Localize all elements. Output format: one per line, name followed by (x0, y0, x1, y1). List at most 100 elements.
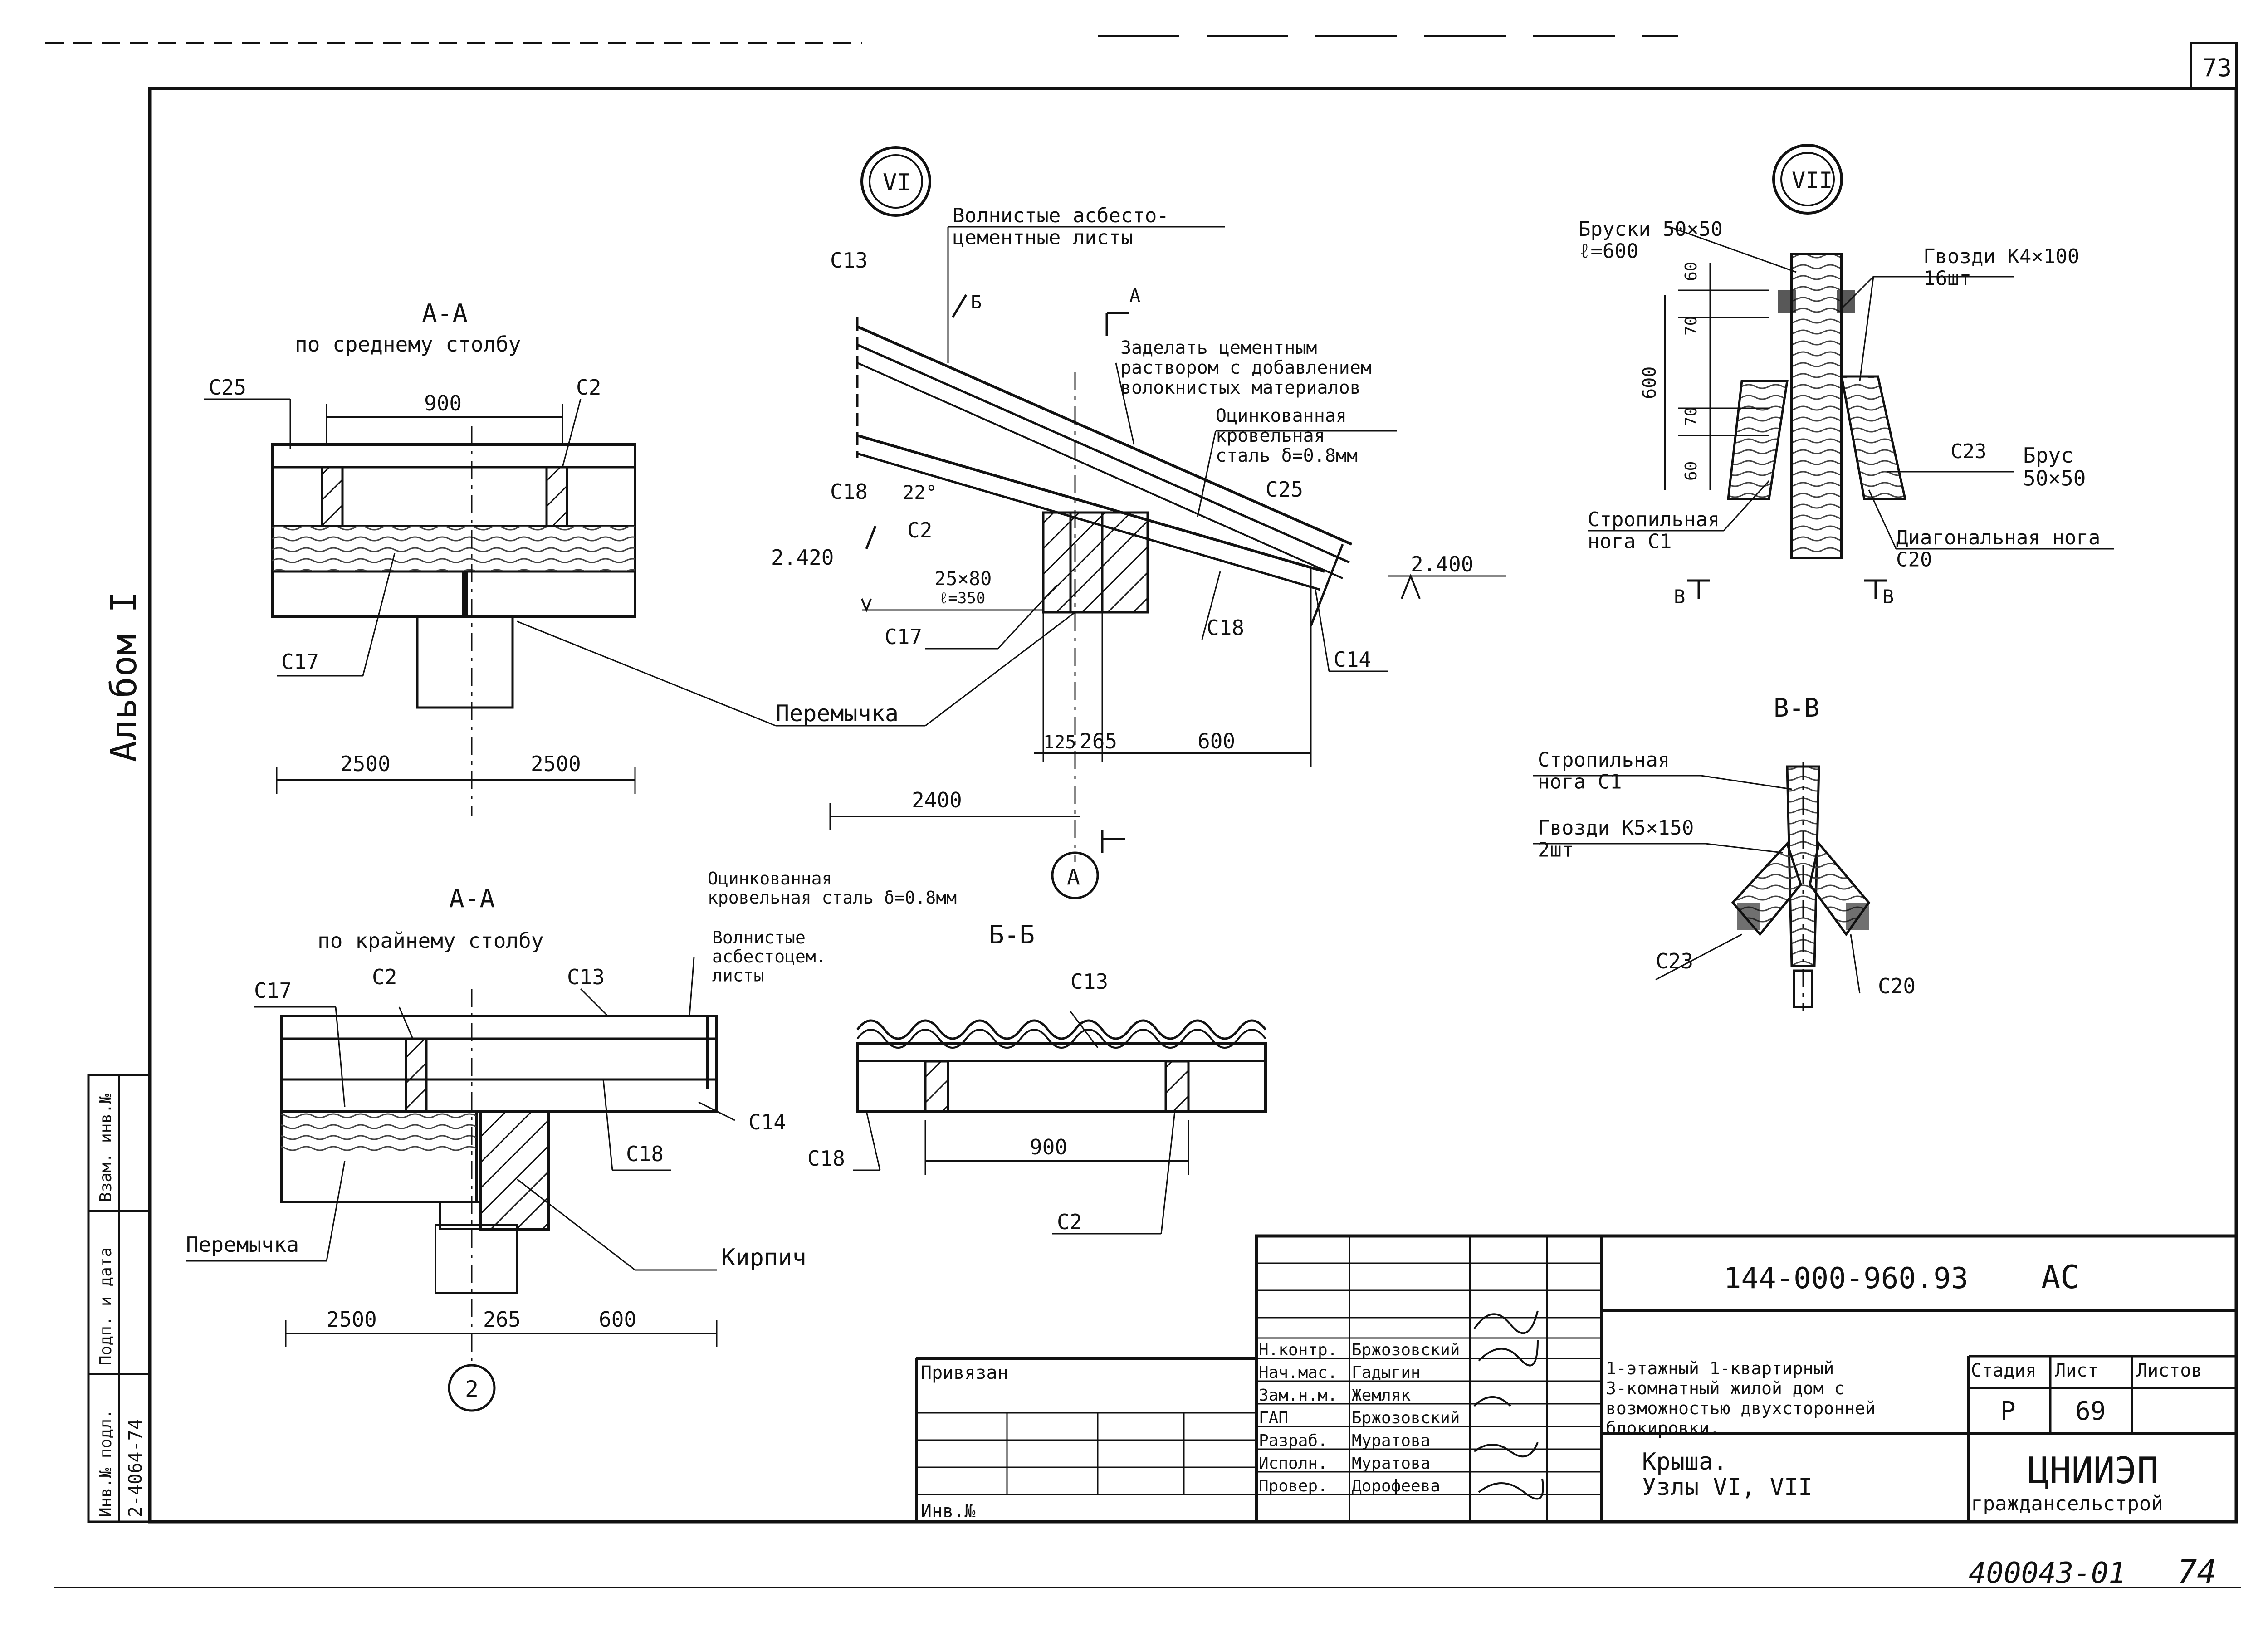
section-aa-mid-dim-top: 900 (424, 391, 462, 415)
section-aa-edge-mark-c2: С2 (372, 965, 397, 989)
node-vii-dim-60-bottom: 60 (1682, 461, 1701, 481)
archive-number: 400043-01 (1969, 1557, 2126, 1590)
page-number-bottom: 74 (2177, 1553, 2217, 1591)
album-label: Альбом I (104, 591, 145, 762)
node-vi-dim-125: 125 (1043, 732, 1076, 753)
title-block-sheets-label: Листов (2136, 1360, 2202, 1381)
stamp-inv-label: Инв.№ подл. (97, 1409, 115, 1517)
title-block-stage: Р (2000, 1397, 2016, 1426)
title-block-name-2: Гадыгин (1352, 1363, 1421, 1382)
title-block-sheet: 69 (2075, 1397, 2106, 1426)
title-block-stage-label: Стадия (1971, 1360, 2037, 1381)
section-vv-mark-c23: С23 (1656, 949, 1693, 973)
node-vii-cut-right: В (1882, 586, 1894, 608)
node-vii-dim-600: 600 (1639, 366, 1660, 399)
node-vi-lintel: Перемычка (776, 700, 899, 727)
node-vii-dim-70-bottom: 70 (1682, 407, 1701, 426)
title-block-role-1: Н.контр. (1259, 1341, 1337, 1359)
node-vii-cut-left: В (1674, 586, 1685, 608)
section-aa-mid-mark-c25: С25 (209, 375, 246, 400)
section-aa-mid-subtitle: по среднему столбу (295, 332, 521, 357)
node-vi-mark-c18: С18 (830, 479, 868, 504)
node-vi-dim-2400: 2400 (912, 788, 962, 812)
section-aa-mid-mark-c2: С2 (576, 375, 601, 400)
node-vi-sheets-label: Волнистые асбесто-цементные листы (953, 204, 1169, 249)
page-number-top: 73 (2202, 54, 2232, 82)
node-vi-angle: 22° (903, 481, 937, 503)
node-vi-mark-c17: С17 (885, 625, 922, 649)
section-bb-dim-900: 900 (1030, 1135, 1067, 1159)
section-aa-mid-dim-left: 2500 (340, 752, 391, 776)
drawing-frame (45, 35, 2241, 1588)
node-vi-mark-c13: С13 (830, 248, 868, 273)
node-vi-beam-length: ℓ=350 (939, 589, 985, 607)
title-block-role-7: Провер. (1259, 1477, 1328, 1495)
section-aa-edge-title: А-А (449, 884, 495, 913)
stamp-replace-label: Взам. инв.№ (97, 1094, 115, 1202)
section-aa-edge-lintel: Перемычка (186, 1232, 299, 1257)
node-vii-dim-70-top: 70 (1682, 316, 1701, 336)
section-bb-mark-c18: С18 (807, 1146, 845, 1171)
node-vi-beam: 25×80 (934, 567, 992, 590)
section-vv-drawing (1533, 762, 1871, 1011)
section-aa-edge-dim-265: 265 (483, 1307, 521, 1332)
left-stamp (87, 1074, 151, 1523)
section-aa-edge-mark-c13: С13 (567, 965, 605, 989)
title-block-name-5: Муратова (1352, 1431, 1430, 1450)
title-block-org-sub: граждансельстрой (1971, 1492, 2163, 1515)
node-vi-mark-c2: С2 (907, 518, 932, 542)
title-block-name-1: Бржозовский (1352, 1341, 1460, 1359)
node-vi-dim-265: 265 (1080, 729, 1117, 753)
node-vi-mark-c25: С25 (1266, 477, 1303, 502)
title-block-sheet-label: Лист (2055, 1360, 2098, 1381)
section-aa-edge-brick: Кирпич (721, 1244, 807, 1271)
node-vi-mark-c18-lower: С18 (1207, 615, 1244, 640)
section-aa-edge-subtitle: по крайнему столбу (318, 928, 544, 953)
section-aa-mid-mark-c17: С17 (281, 650, 319, 674)
section-aa-middle (204, 398, 636, 816)
node-vi-elevation-2: 2.400 (1411, 552, 1473, 576)
title-block-name-3: Жемляк (1352, 1386, 1411, 1405)
node-vi-dim-600: 600 (1198, 729, 1235, 753)
node-vii-mark-c23: С23 (1950, 440, 1986, 463)
node-vii-drawing (1588, 144, 2114, 599)
node-vi-mark-c14: С14 (1334, 647, 1371, 672)
node-vi-cut-b: Б (971, 292, 982, 313)
section-bb-title: Б-Б (989, 920, 1035, 950)
title-block-name-4: Бржозовский (1352, 1409, 1460, 1427)
stamp-inv-value: 2-4064-74 (125, 1419, 146, 1517)
section-aa-edge-mark-c14: С14 (748, 1110, 786, 1134)
section-aa-edge-dim-600: 600 (599, 1307, 636, 1332)
title-block-role-3: Зам.н.м. (1259, 1386, 1337, 1405)
title-block-inv-label: Инв.№ (921, 1501, 975, 1522)
node-vi-axis: А (1067, 864, 1080, 890)
title-block-role-6: Исполн. (1259, 1454, 1328, 1473)
node-vi-marker: VI (883, 169, 911, 196)
title-block-role-2: Нач.мас. (1259, 1363, 1337, 1382)
section-vv-mark-c20: С20 (1878, 974, 1916, 998)
title-block-code: 144-000-960.93 (1724, 1262, 1968, 1295)
section-bb-mark-c13: С13 (1070, 969, 1108, 994)
title-block-name-6: Муратова (1352, 1454, 1430, 1473)
title-block-set: АС (2041, 1259, 2079, 1296)
section-aa-mid-title: А-А (422, 299, 468, 328)
node-vii-dim-60-top: 60 (1682, 262, 1701, 281)
title-block-role-4: ГАП (1259, 1409, 1288, 1427)
section-aa-mid-dim-right: 2500 (531, 752, 581, 776)
section-bb-mark-c2: С2 (1057, 1210, 1082, 1234)
stamp-sign-label: Подп. и дата (97, 1247, 115, 1365)
title-block (915, 1234, 2238, 1524)
section-aa-edge-mark-c18: С18 (626, 1142, 664, 1166)
node-vi-cut-a: А (1129, 285, 1140, 306)
